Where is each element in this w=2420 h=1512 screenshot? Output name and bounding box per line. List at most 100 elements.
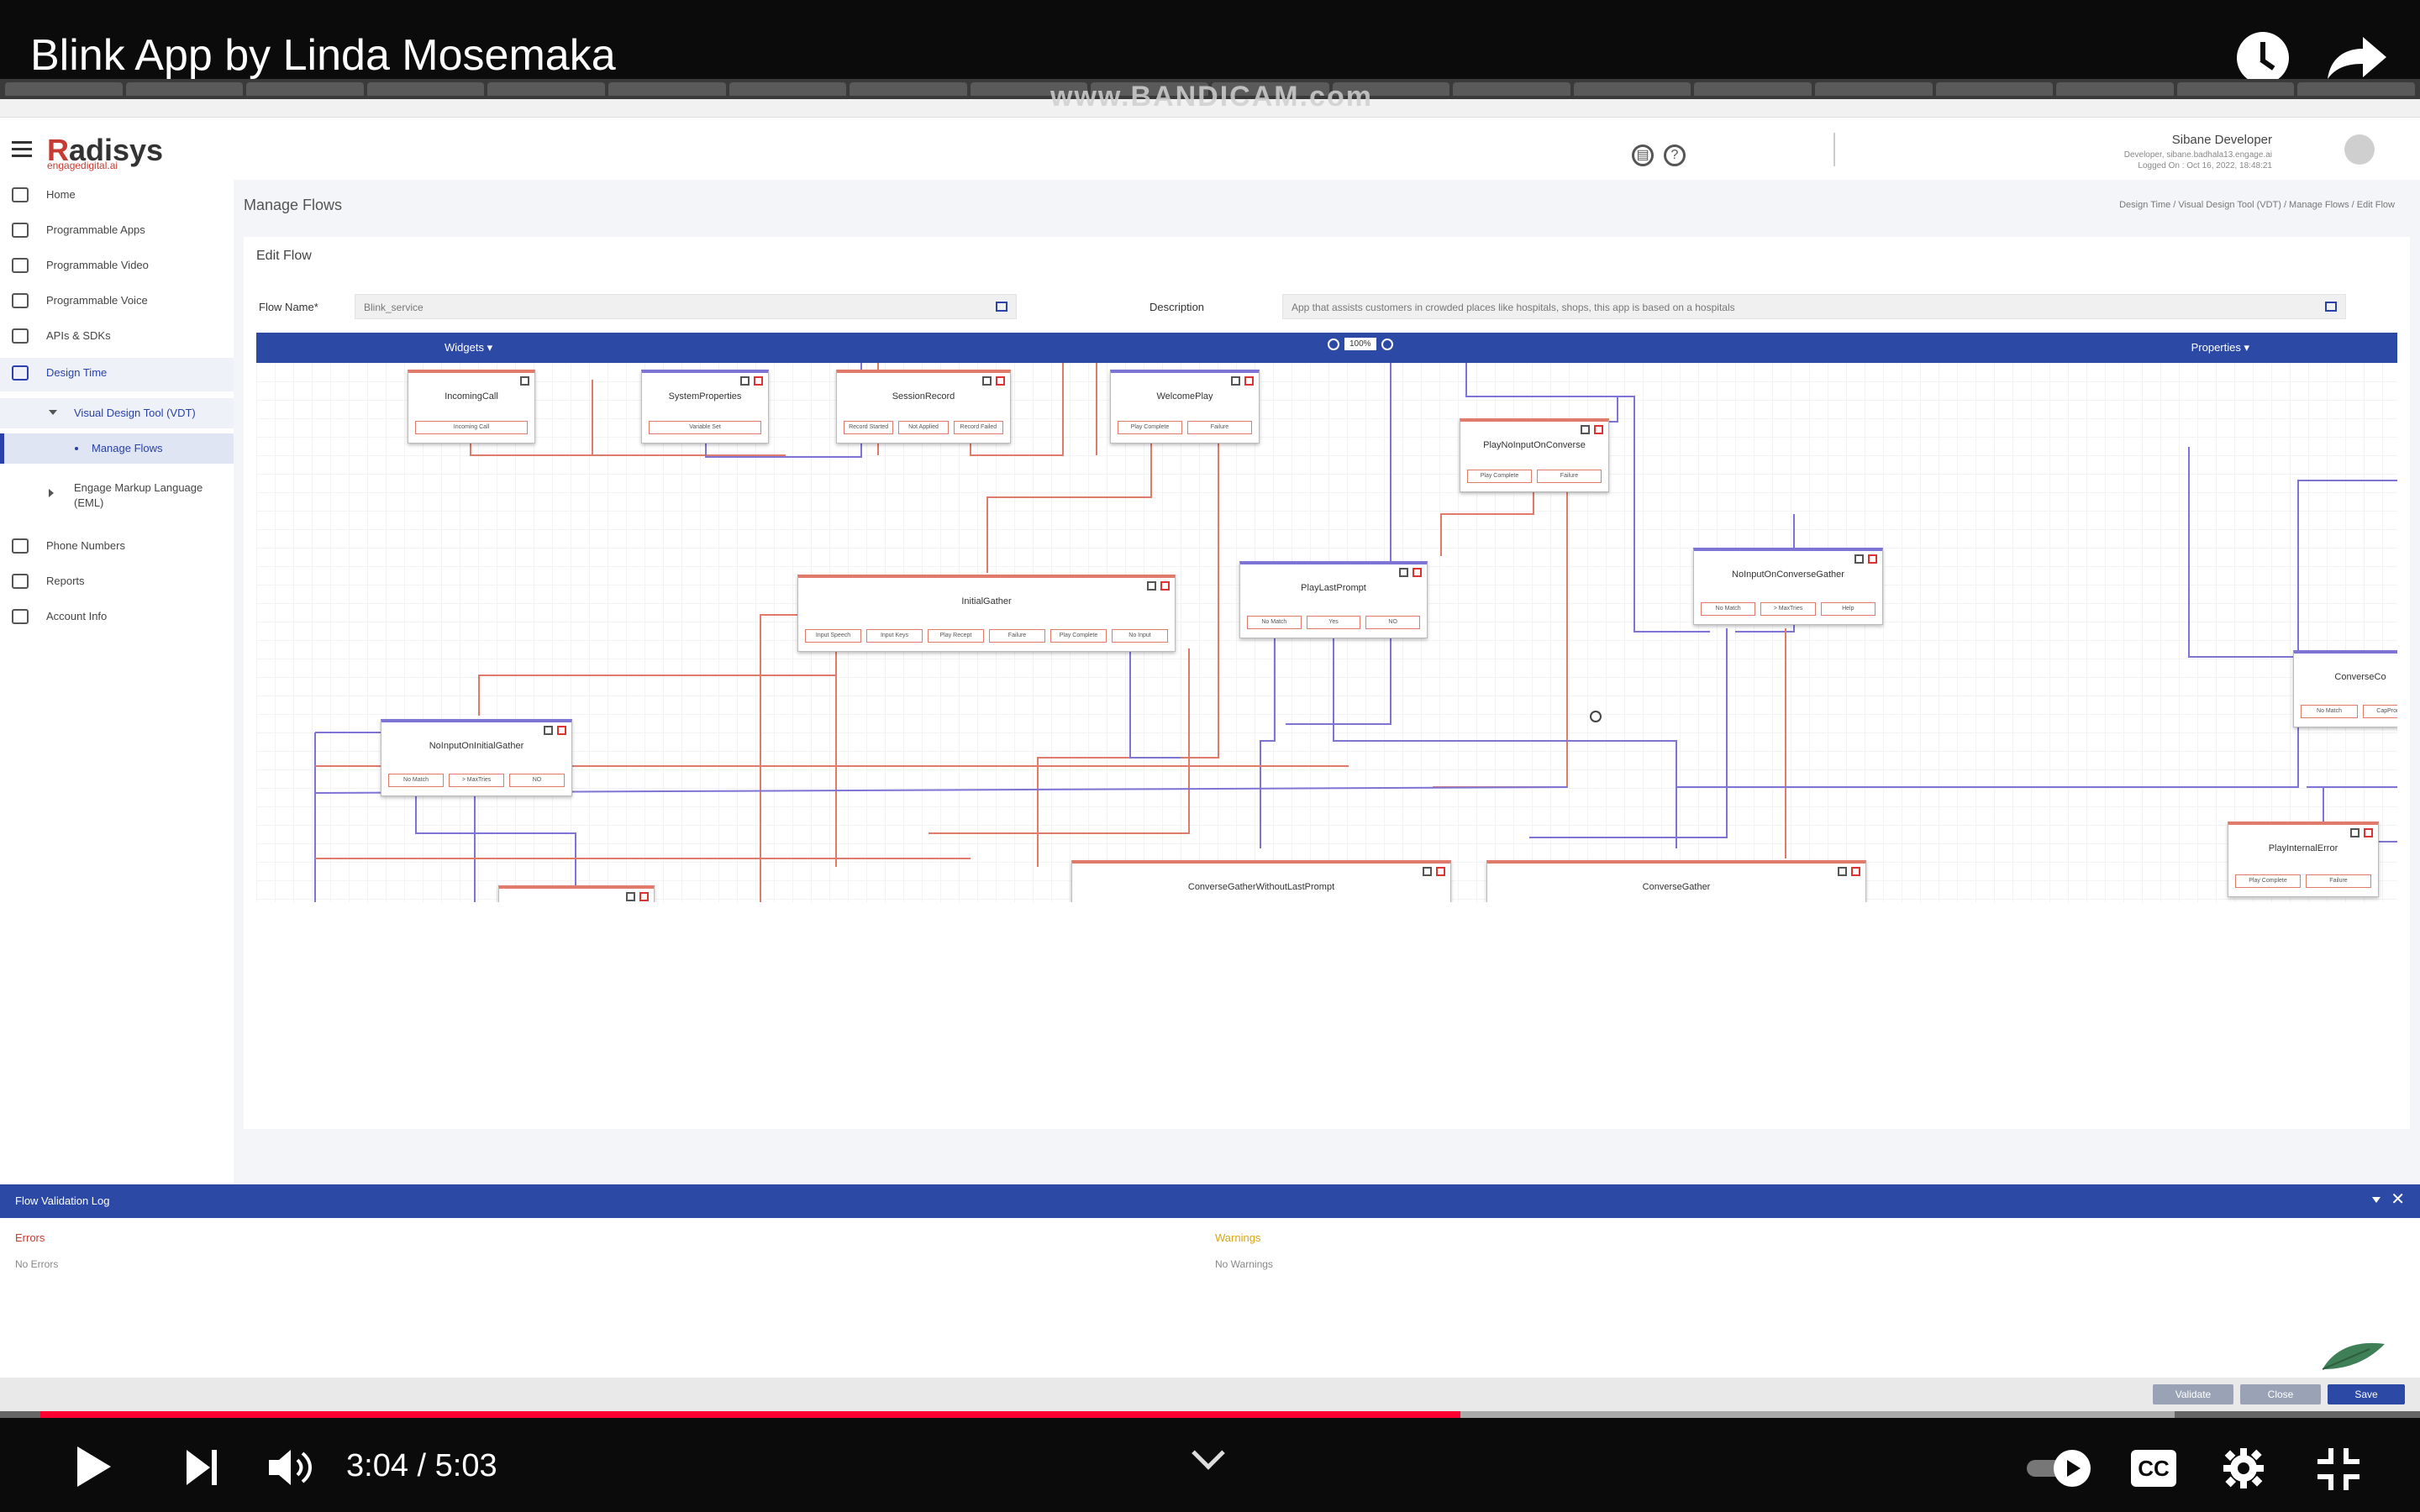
browser-tab[interactable] <box>1694 82 1812 96</box>
delete-icon[interactable] <box>996 376 1005 386</box>
zoom-level[interactable]: 100% <box>1344 338 1376 350</box>
delete-icon[interactable] <box>1160 581 1170 591</box>
delete-icon[interactable] <box>1244 376 1254 386</box>
flow-node[interactable]: ConverseGather <box>1486 860 1866 902</box>
node-port[interactable]: Failure <box>1187 421 1252 434</box>
browser-tab[interactable] <box>729 82 847 96</box>
browser-tab[interactable] <box>487 82 605 96</box>
edit-icon[interactable] <box>1147 581 1156 591</box>
flow-node[interactable]: ConverseGatherWithoutLastPrompt <box>1071 860 1451 902</box>
video-progress-bar[interactable] <box>0 1411 2420 1418</box>
node-port[interactable]: Failure <box>989 629 1045 643</box>
browser-tab[interactable] <box>1573 82 1691 96</box>
autoplay-toggle[interactable] <box>2025 1448 2097 1488</box>
edit-icon[interactable] <box>1423 867 1432 876</box>
sidebar-item-manage-flows[interactable]: Manage Flows <box>0 433 234 464</box>
node-port[interactable]: No Match <box>2301 705 2358 718</box>
notes-icon[interactable]: ▤ <box>1632 144 1654 166</box>
node-port[interactable]: Input Speech <box>805 629 861 643</box>
edit-icon[interactable] <box>1399 568 1408 577</box>
delete-icon[interactable] <box>639 892 649 901</box>
sidebar-item-design-time[interactable]: Design Time <box>0 358 234 391</box>
share-icon[interactable] <box>2323 34 2390 84</box>
delete-icon[interactable] <box>1436 867 1445 876</box>
node-port[interactable]: NO <box>509 774 565 787</box>
flow-name-field[interactable]: Blink_service <box>355 294 1017 319</box>
node-port[interactable]: Play Recept <box>928 629 984 643</box>
next-icon[interactable] <box>185 1448 218 1487</box>
browser-address-bar[interactable] <box>0 99 2420 118</box>
zoom-in-icon[interactable] <box>1381 338 1393 350</box>
node-port[interactable]: Not Applied <box>898 421 949 434</box>
browser-tab[interactable] <box>1091 82 1208 96</box>
help-icon[interactable]: ? <box>1664 144 1686 166</box>
edit-icon[interactable] <box>1838 867 1847 876</box>
close-icon[interactable]: ✕ <box>2391 1190 2405 1209</box>
browser-tab[interactable] <box>5 82 123 96</box>
sidebar-item-eml[interactable]: Engage Markup Language (EML) <box>0 479 234 516</box>
sidebar-item-home[interactable]: Home <box>0 180 234 210</box>
node-port[interactable]: Yes <box>1306 616 1361 629</box>
flow-node[interactable]: IncomingCall Incoming Call <box>408 370 535 444</box>
edit-icon[interactable] <box>740 376 750 386</box>
delete-icon[interactable] <box>1868 554 1877 564</box>
node-port[interactable]: Play Complete <box>2235 874 2301 888</box>
properties-menu[interactable]: Properties ▾ <box>2191 341 2249 354</box>
browser-tab[interactable] <box>2056 82 2174 96</box>
delete-icon[interactable] <box>557 726 566 735</box>
sidebar-item-account-info[interactable]: Account Info <box>0 601 234 632</box>
node-port[interactable]: Failure <box>1537 470 1602 483</box>
browser-tab[interactable] <box>1211 82 1329 96</box>
browser-tab[interactable] <box>850 82 967 96</box>
delete-icon[interactable] <box>2364 828 2373 837</box>
edit-icon[interactable] <box>996 302 1007 312</box>
edit-icon[interactable] <box>544 726 553 735</box>
exit-fullscreen-icon[interactable] <box>2316 1446 2361 1492</box>
sidebar-item-programmable-voice[interactable]: Programmable Voice <box>0 286 234 316</box>
widgets-menu[interactable]: Widgets ▾ <box>445 341 493 354</box>
browser-tab[interactable] <box>970 82 1088 96</box>
node-port[interactable]: Record Started <box>844 421 894 434</box>
breadcrumb[interactable]: Design Time / Visual Design Tool (VDT) /… <box>2119 200 2395 210</box>
flow-node[interactable]: NoInputOnConverseGather No Match> MaxTri… <box>1693 548 1883 625</box>
sidebar-item-programmable-apps[interactable]: Programmable Apps <box>0 215 234 245</box>
flow-node[interactable]: SystemProperties Variable Set <box>641 370 769 444</box>
node-port[interactable]: No Match <box>388 774 444 787</box>
flow-canvas[interactable]: IncomingCall Incoming Call SystemPropert… <box>256 363 2397 902</box>
node-port[interactable]: Record Failed <box>953 421 1003 434</box>
play-icon[interactable] <box>77 1446 111 1487</box>
volume-icon[interactable] <box>267 1446 314 1488</box>
flow-node[interactable]: ConverseCo No MatchCapPrompt <box>2293 650 2397 727</box>
node-port[interactable]: Play Complete <box>1467 470 1532 483</box>
node-port[interactable]: Play Complete <box>1050 629 1107 643</box>
edit-icon[interactable] <box>2325 302 2337 312</box>
browser-tab[interactable] <box>2176 82 2295 96</box>
flow-node[interactable]: NoInputOnInitialGather No Match> MaxTrie… <box>381 719 572 796</box>
avatar[interactable] <box>2344 134 2375 165</box>
delete-icon[interactable] <box>754 376 763 386</box>
node-port[interactable]: No Match <box>1247 616 1302 629</box>
edit-icon[interactable] <box>1581 425 1590 434</box>
sidebar-item-programmable-video[interactable]: Programmable Video <box>0 250 234 281</box>
node-port[interactable]: Input Keys <box>866 629 923 643</box>
delete-icon[interactable] <box>1594 425 1603 434</box>
browser-tab[interactable] <box>1814 82 1933 96</box>
zoom-out-icon[interactable] <box>1328 338 1339 350</box>
browser-tab[interactable] <box>1332 82 1450 96</box>
validate-button[interactable]: Validate <box>2153 1384 2233 1404</box>
save-button[interactable]: Save <box>2328 1384 2405 1404</box>
video-title[interactable]: Blink App by Linda Mosemaka <box>30 31 616 80</box>
node-port[interactable]: CapPrompt <box>2363 705 2397 718</box>
sidebar-item-phone-numbers[interactable]: Phone Numbers <box>0 531 234 561</box>
hamburger-menu-icon[interactable] <box>12 141 32 158</box>
close-button[interactable]: Close <box>2240 1384 2321 1404</box>
browser-tab[interactable] <box>125 82 244 96</box>
delete-icon[interactable] <box>1413 568 1422 577</box>
node-port[interactable]: No Input <box>1112 629 1168 643</box>
browser-tab[interactable] <box>246 82 364 96</box>
browser-tab[interactable] <box>608 82 726 96</box>
